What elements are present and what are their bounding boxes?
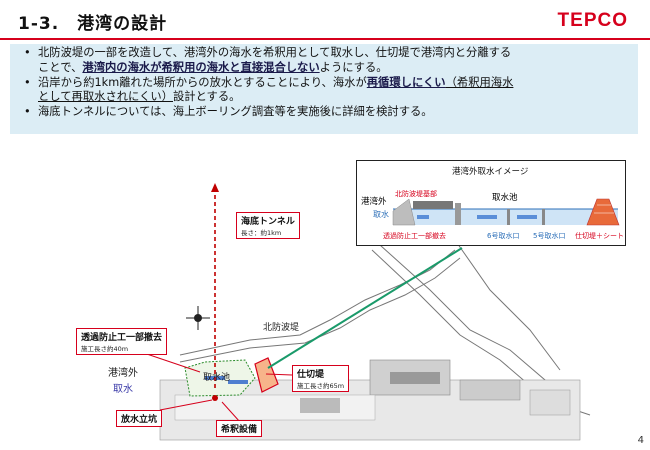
title-bar: 1-3. 港湾の設計 TEPCO	[0, 0, 650, 40]
inset-diagram	[392, 198, 620, 226]
partition-callout: 仕切堤 施工長さ約65m	[292, 365, 350, 392]
page-number: 4	[637, 435, 644, 446]
port-map	[134, 183, 591, 441]
crosshair-icon	[186, 306, 210, 330]
permeable-removal-callout: 透過防止工一部撤去 施工長さ約40m	[76, 328, 168, 355]
intake-label: 取水	[113, 384, 133, 395]
bullet-1: 北防波堤の一部を改造して、港湾外の海水を希釈用として取水し、仕切堤で港湾内と分離…	[24, 46, 638, 76]
dilution-facility-callout: 希釈設備	[216, 420, 263, 437]
tunnel-arrowhead	[211, 183, 219, 192]
bullet-3: 海底トンネルについては、海上ボーリング調査等を実施後に詳細を検討する。	[24, 105, 638, 120]
bullet-2-emphasis: 再循環しにくい	[366, 75, 446, 89]
inset-permeable-removal: 透過防止工一部撤去	[383, 232, 446, 240]
intake-image-inset: 港湾外取水イメージ 港湾外 北防波堤基部 取水 取水池 透過防止工一部撤去 6号…	[356, 160, 626, 246]
bullet-1-emphasis: 港湾内の海水が希釈用の海水と直接混合しない	[82, 60, 320, 74]
inset-connector	[267, 247, 463, 369]
inset-intake: 取水	[373, 210, 389, 219]
tepco-logo: TEPCO	[557, 10, 628, 31]
outlet-shaft-callout: 放水立坑	[116, 410, 163, 427]
tunnel-callout: 海底トンネル 長さ：約1km	[236, 212, 300, 239]
inset-intake6: 6号取水口	[487, 232, 520, 240]
intake-pond-shape	[184, 357, 279, 397]
page-title: 1-3. 港湾の設計	[18, 14, 168, 34]
title-rule	[0, 38, 650, 40]
bullet-panel: 北防波堤の一部を改造して、港湾外の海水を希釈用として取水し、仕切堤で港湾内と分離…	[10, 44, 638, 134]
inset-breakwater-head: 北防波堤基部	[395, 190, 437, 198]
north-breakwater-label: 北防波堤	[263, 323, 300, 333]
intake-pond-label: 取水池	[203, 373, 231, 383]
inset-title: 港湾外取水イメージ	[452, 167, 529, 177]
inset-outside-port: 港湾外	[361, 197, 387, 207]
inset-partition: 仕切堤＋シート	[575, 232, 624, 240]
outlet-shaft-marker	[212, 395, 218, 401]
outside-port-label: 港湾外	[108, 368, 138, 379]
bullet-2: 沿岸から約1km離れた場所からの放水とすることにより、海水が再循環しにくい（希釈…	[24, 75, 638, 106]
inset-intake5: 5号取水口	[533, 232, 566, 240]
inset-intake-pond: 取水池	[492, 193, 518, 203]
